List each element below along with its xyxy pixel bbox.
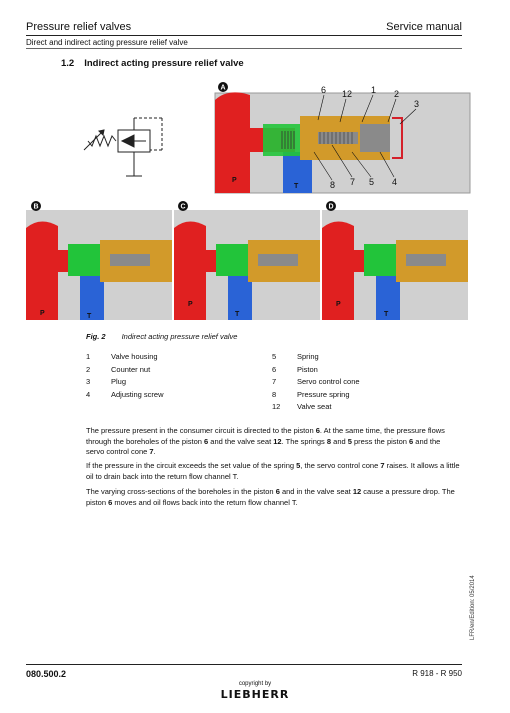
header-rule: [26, 35, 462, 36]
callouts-bottom: 8 7 5 4: [330, 177, 397, 190]
item-reference: 7: [380, 461, 385, 470]
text-run: The pressure present in the consumer cir…: [86, 426, 316, 435]
badge-a: A: [218, 82, 228, 92]
item-reference: 6: [315, 426, 320, 435]
text-run: . The springs: [281, 436, 327, 446]
callout-bottom: 4: [392, 177, 397, 187]
hydraulic-symbol: [83, 117, 163, 177]
badge-c: C: [178, 201, 188, 211]
figure-caption-text: Indirect acting pressure relief valve: [121, 332, 238, 341]
text-run: , the servo control cone: [300, 461, 381, 470]
text-run: . At the same time, the pressure flows t…: [86, 426, 445, 446]
callout-bottom: 5: [369, 177, 374, 187]
text-run: and: [331, 436, 348, 446]
callout-bottom: 8: [330, 180, 335, 190]
callout-top: 3: [414, 99, 419, 109]
callout-bottom: 7: [350, 177, 355, 187]
port-t-label: T: [384, 311, 389, 318]
text-run: and in the valve seat: [279, 487, 353, 496]
item-reference: 6: [108, 497, 113, 507]
item-reference: 12: [352, 487, 362, 496]
text-run: cause a pressure drop. The piston: [86, 487, 455, 507]
text-run: If the pressure in the circuit exceeds t…: [86, 461, 297, 470]
callout-top: 2: [394, 89, 399, 99]
paragraph: The pressure present in the consumer cir…: [86, 426, 460, 458]
item-reference: 5: [347, 436, 352, 446]
paragraph: The varying cross-sections of the boreho…: [86, 487, 460, 508]
badge-b: B: [31, 201, 41, 211]
figure-number: Fig. 2: [86, 332, 106, 341]
text-run: .: [153, 447, 156, 456]
svg-text:D: D: [328, 204, 333, 211]
header-title: Pressure relief valves: [26, 21, 132, 33]
header-subtitle: Direct and indirect acting pressure reli…: [26, 38, 188, 47]
port-p-label: P: [336, 301, 341, 308]
badge-d: D: [326, 201, 336, 211]
callouts-top: 6 12 1 2 3: [321, 85, 419, 109]
copyright-text: copyright by: [238, 681, 272, 687]
text-run: The varying cross-sections of the boreho…: [86, 487, 276, 496]
svg-text:C: C: [180, 204, 185, 211]
section-number: 1.2: [61, 58, 75, 69]
text-run: moves and oil flows back into the return…: [112, 497, 298, 507]
port-p-label: P: [40, 310, 45, 317]
text-run: press the piston: [351, 436, 410, 446]
paragraph: If the pressure in the circuit exceeds t…: [86, 461, 460, 482]
item-reference: 6: [204, 436, 209, 446]
text-run: and the valve seat: [208, 436, 274, 446]
section-name: Indirect acting pressure relief valve: [84, 58, 244, 69]
figure-caption: Fig. 2 Indirect acting pressure relief va…: [86, 332, 237, 341]
port-p-label: P: [232, 177, 237, 184]
header-manual-label: Service manual: [386, 21, 462, 33]
svg-text:B: B: [33, 204, 38, 211]
item-reference: 6: [275, 487, 280, 496]
header-subrule: [26, 48, 462, 49]
port-t-label: T: [235, 311, 240, 318]
item-reference: 5: [296, 461, 301, 470]
item-reference: 12: [273, 436, 282, 446]
view-d-cross-section: [322, 210, 468, 320]
liebherr-logo: LIEBHERR: [220, 688, 290, 701]
item-reference: 6: [409, 436, 414, 446]
callout-top: 12: [342, 89, 352, 99]
view-a-cross-section: [214, 92, 471, 194]
valve-illustration: A P T 6 12 1 2 3 8 7 5 4 B P: [26, 82, 471, 320]
port-t-label: T: [87, 313, 92, 320]
callout-top: 1: [371, 85, 376, 95]
port-t-label: T: [294, 183, 299, 190]
callout-top: 6: [321, 85, 326, 95]
text-run: raises. It allows a little oil to drain …: [86, 461, 460, 481]
edition-note: LFR/en/Edition: 05/2014: [470, 575, 476, 640]
item-reference: 8: [326, 436, 332, 446]
section-title: 1.2 Indirect acting pressure relief valve: [61, 58, 254, 69]
text-run: and the servo control cone: [86, 436, 441, 457]
footer-rule: [26, 664, 462, 665]
view-b-cross-section: [26, 210, 172, 320]
item-reference: 7: [149, 447, 154, 456]
svg-text:A: A: [220, 85, 225, 92]
port-p-label: P: [188, 301, 193, 308]
callout-leaders: [313, 94, 417, 181]
document-number: 080.500.2: [26, 669, 67, 679]
view-c-cross-section: [174, 210, 320, 320]
model-range: R 918 - R 950: [412, 669, 462, 678]
